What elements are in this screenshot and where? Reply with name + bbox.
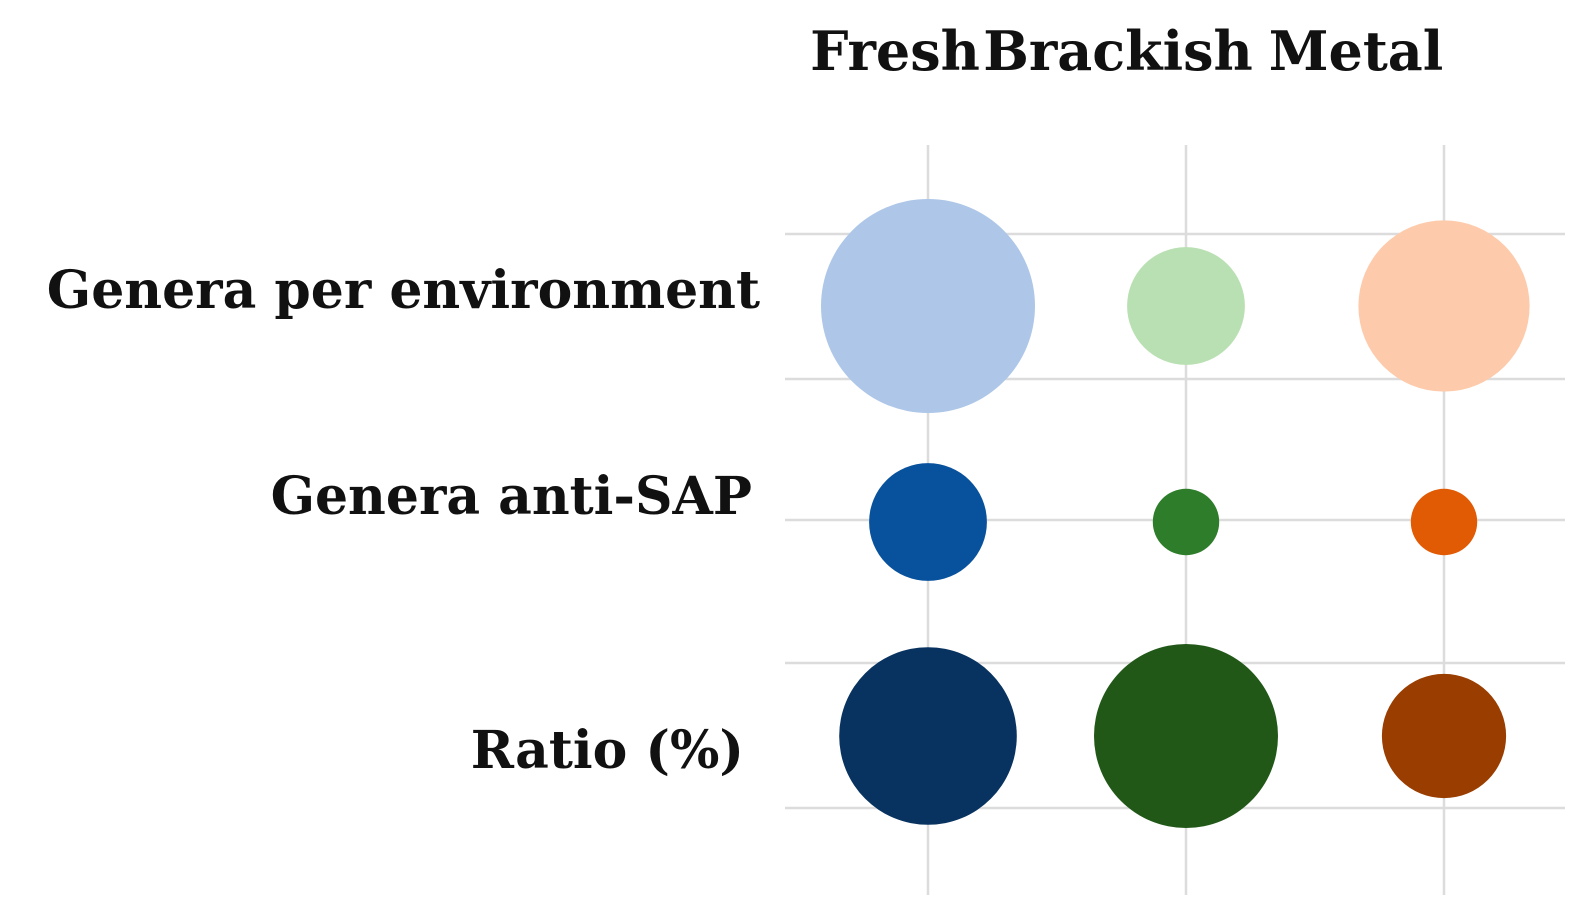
row-label-genera-per-environment: Genera per environment bbox=[47, 260, 760, 321]
bubble-genera-per-environment-fresh bbox=[821, 199, 1035, 413]
bubble-ratio-fresh bbox=[839, 647, 1017, 825]
column-label-fresh: Fresh bbox=[810, 19, 980, 83]
row-label-genera-anti-sap: Genera anti-SAP bbox=[271, 466, 752, 527]
bubble-ratio-brackish bbox=[1094, 644, 1278, 828]
bubble-genera-anti-sap-metal bbox=[1410, 488, 1478, 556]
bubble-genera-anti-sap-brackish bbox=[1152, 488, 1220, 556]
row-label-ratio: Ratio (%) bbox=[471, 720, 744, 781]
bubble-genera-anti-sap-fresh bbox=[869, 463, 987, 581]
bubbles bbox=[821, 199, 1530, 828]
bubble-genera-per-environment-brackish bbox=[1127, 247, 1245, 365]
column-label-metal: Metal bbox=[1269, 19, 1444, 83]
bubble-ratio-metal bbox=[1381, 673, 1507, 799]
column-label-brackish: Brackish bbox=[983, 19, 1253, 83]
bubble-genera-per-environment-metal bbox=[1358, 220, 1530, 392]
